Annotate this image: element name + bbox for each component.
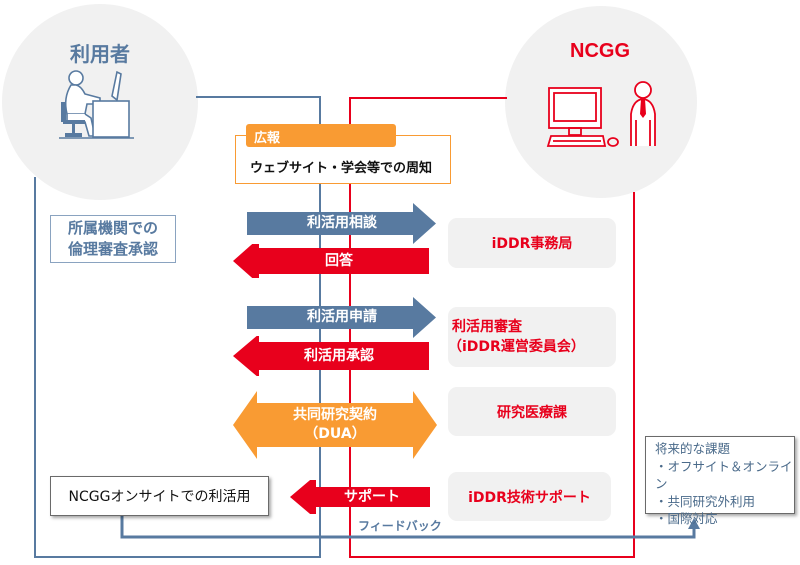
pr-text: ウェブサイト・学会等での周知 — [250, 161, 433, 176]
future-tasks-box: 将来的な課題 ・オフサイト＆オンライン ・共同研究外利用 ・国際対応 — [645, 436, 795, 526]
approval-label: 利活用承認 — [304, 347, 374, 364]
support-label: サポート — [344, 488, 400, 505]
answer-label: 回答 — [325, 252, 353, 269]
future-tasks-title: 将来的な課題 — [655, 441, 731, 456]
staff-with-computer-icon — [546, 81, 656, 147]
pr-tab-label: 広報 — [254, 131, 281, 146]
support-arrow: サポート — [290, 480, 430, 514]
future-task-item: ・オフサイト＆オンライン — [655, 458, 793, 492]
research-medical-label: 研究医療課 — [497, 404, 567, 421]
ethics-review-line2: 倫理審査承認 — [67, 240, 158, 258]
review-committee-box: 利活用審査 （iDDR運営委員会） — [448, 307, 616, 367]
future-task-item: ・国際対応 — [655, 511, 718, 526]
dua-label: 共同研究契約 （DUA） — [233, 391, 437, 459]
ethics-review-line1: 所属機関での — [67, 219, 158, 237]
left-arrow-shape — [233, 244, 429, 278]
iddr-office-box: iDDR事務局 — [448, 218, 616, 268]
review-committee-line1: 利活用審査 — [452, 319, 522, 335]
review-committee-line2: （iDDR運営委員会） — [448, 339, 585, 355]
left-arrow-shape — [233, 336, 429, 376]
application-arrow: 利活用申請 — [247, 297, 437, 338]
future-task-item: ・共同研究外利用 — [655, 493, 756, 509]
consultation-label: 利活用相談 — [307, 215, 377, 231]
iddr-tech-support-box: iDDR技術サポート — [448, 472, 611, 521]
dua-label-line2: （DUA） — [304, 426, 366, 442]
application-label: 利活用申請 — [307, 309, 377, 325]
user-title: 利用者 — [70, 42, 130, 66]
iddr-tech-support-label: iDDR技術サポート — [468, 489, 591, 506]
research-medical-box: 研究医療課 — [448, 387, 616, 436]
left-arrow-shape — [290, 480, 430, 514]
answer-arrow: 回答 — [233, 244, 429, 278]
pr-tab: 広報 — [246, 124, 396, 147]
dua-arrow: 共同研究契約 （DUA） — [233, 391, 437, 459]
onsite-use-box: NCGGオンサイトでの利活用 — [50, 476, 269, 516]
right-arrow-shape — [247, 203, 436, 244]
feedback-label: フィードバック — [358, 519, 442, 533]
consultation-arrow: 利活用相談 — [247, 203, 437, 244]
onsite-use-label: NCGGオンサイトでの利活用 — [68, 489, 251, 505]
approval-arrow: 利活用承認 — [233, 336, 429, 376]
dua-label-line1: 共同研究契約 — [293, 407, 377, 423]
double-arrow-shape — [233, 391, 437, 459]
ethics-review-box: 所属機関での 倫理審査承認 — [50, 215, 176, 263]
person-at-desk-icon — [59, 70, 134, 139]
iddr-office-label: iDDR事務局 — [491, 236, 573, 252]
right-arrow-shape — [247, 297, 436, 338]
ncgg-title: NCGG — [570, 40, 630, 62]
